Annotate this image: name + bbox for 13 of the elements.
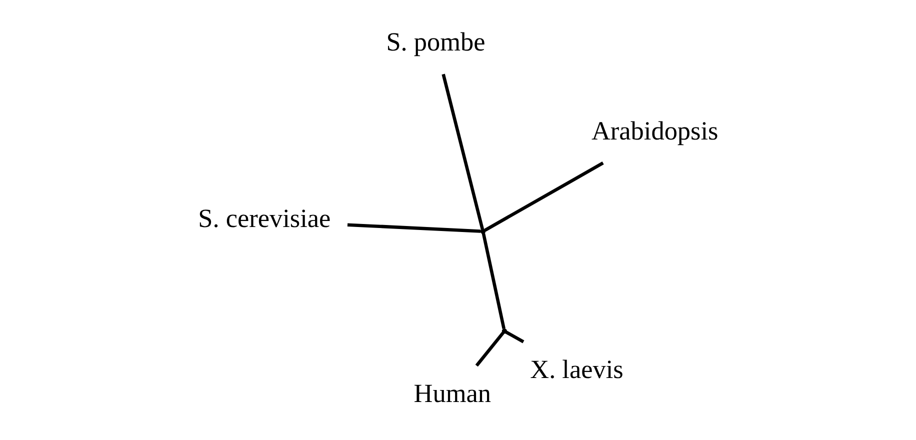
node-text: Arabidopsis — [591, 116, 718, 146]
connector — [347, 223, 481, 233]
connector — [442, 74, 484, 230]
node-text: S. cerevisiae — [198, 204, 331, 234]
connector — [484, 162, 604, 232]
connector — [475, 332, 504, 367]
connector — [505, 330, 524, 344]
node-text: Human — [414, 378, 492, 408]
node-text: S. pombe — [386, 28, 486, 57]
node-text: X. laevis — [530, 354, 624, 384]
node-point — [480, 228, 486, 234]
node-point — [502, 328, 508, 334]
connector — [482, 233, 506, 330]
